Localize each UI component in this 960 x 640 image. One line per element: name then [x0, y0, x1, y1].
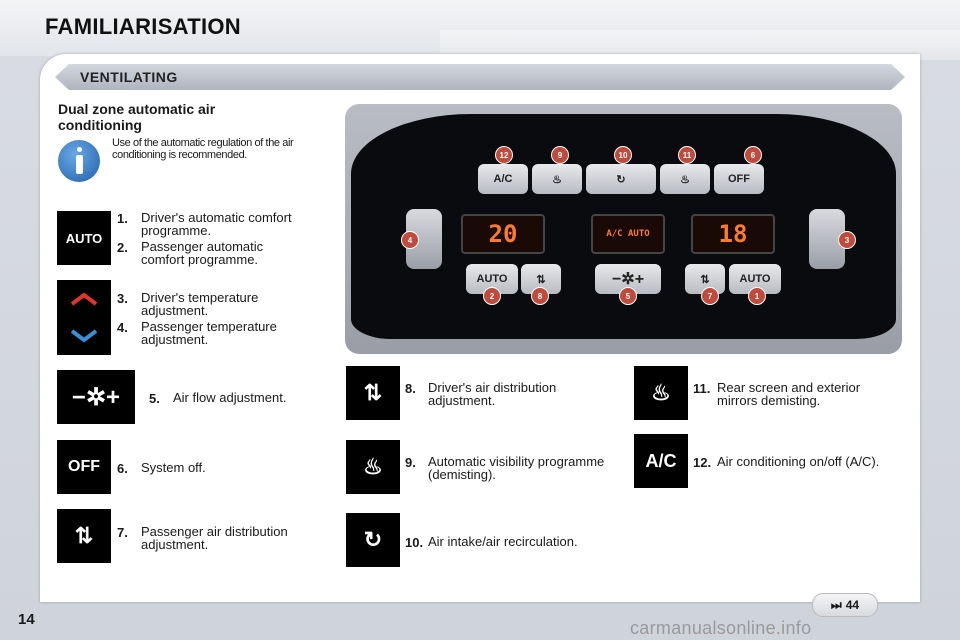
callout-12: 12: [495, 146, 513, 164]
item-num-2: 2.: [117, 240, 128, 255]
item-num-1: 1.: [117, 211, 128, 226]
panel-auto-left-button: AUTO: [466, 264, 518, 294]
item-text-3: Driver's temperature adjustment.: [141, 290, 259, 318]
section-bar: [55, 64, 905, 90]
item-num-12: 12.: [693, 455, 712, 470]
callout-3: 3: [838, 231, 856, 249]
item-num-8: 8.: [405, 381, 416, 396]
callout-2: 2: [483, 287, 501, 305]
page-title: FAMILIARISATION: [45, 14, 241, 39]
callout-6: 6: [744, 146, 762, 164]
item-num-10: 10.: [405, 535, 424, 550]
panel-display-center: A/C AUTO: [591, 214, 665, 254]
callout-4: 4: [401, 231, 419, 249]
item-text-5: Air flow adjustment.: [173, 390, 287, 405]
panel-display-right: 18: [691, 214, 775, 254]
item-text-2: Passenger automatic comfort programme.: [141, 239, 264, 267]
control-panel-photo: A/C ♨ ↻ ♨ OFF 20 A/C AUTO 18 AUTO ⇅ −✲+ …: [345, 104, 902, 354]
item-num-4: 4.: [117, 320, 128, 335]
item-text-9: Automatic visibility programme (demistin…: [428, 454, 605, 482]
item-num-5: 5.: [149, 391, 160, 406]
item-text-10: Air intake/air recirculation.: [428, 534, 578, 549]
page-number: 14: [18, 611, 35, 628]
callout-8: 8: [531, 287, 549, 305]
item-text-4: Passenger temperature adjustment.: [141, 319, 277, 347]
fast-forward-icon: ⏭: [830, 597, 842, 612]
panel-rear-demist-button: ♨: [660, 164, 710, 194]
recirculation-icon: ↻: [346, 513, 400, 567]
item-text-7: Passenger air distribution adjustment.: [141, 524, 288, 552]
item-text-8: Driver's air distribution adjustment.: [428, 380, 557, 408]
rear-demist-icon: ♨: [634, 366, 688, 420]
item-text-11: Rear screen and exterior mirrors demisti…: [717, 380, 861, 408]
page-reference-link[interactable]: ⏭ 44: [812, 593, 878, 617]
panel-recirc-button: ↻: [586, 164, 656, 194]
page-reference: 44: [845, 598, 860, 612]
windscreen-demist-icon: ♨: [346, 440, 400, 494]
panel-display-left: 20: [461, 214, 545, 254]
item-num-3: 3.: [117, 291, 128, 306]
section-title: VENTILATING: [80, 69, 178, 85]
callout-10: 10: [614, 146, 632, 164]
item-text-6: System off.: [141, 460, 206, 475]
item-text-1: Driver's automatic comfort programme.: [141, 210, 292, 238]
item-num-9: 9.: [405, 455, 416, 470]
info-text: Use of the automatic regulation of the a…: [112, 137, 294, 161]
item-num-6: 6.: [117, 461, 128, 476]
ac-icon: A/C: [634, 434, 688, 488]
callout-9: 9: [551, 146, 569, 164]
callout-5: 5: [619, 287, 637, 305]
item-text-12: Air conditioning on/off (A/C).: [717, 454, 880, 469]
info-icon: [58, 140, 100, 182]
control-panel-body: A/C ♨ ↻ ♨ OFF 20 A/C AUTO 18 AUTO ⇅ −✲+ …: [351, 114, 896, 339]
auto-icon: AUTO: [57, 211, 111, 265]
callout-11: 11: [678, 146, 696, 164]
item-num-11: 11.: [693, 381, 711, 396]
callout-1: 1: [748, 287, 766, 305]
subsection-title: Dual zone automatic air conditioning: [58, 101, 216, 133]
panel-demist-button: ♨: [532, 164, 582, 194]
panel-fan-button: −✲+: [595, 264, 661, 294]
panel-ac-button: A/C: [478, 164, 528, 194]
watermark: carmanualsonline.info: [630, 618, 812, 638]
callout-7: 7: [701, 287, 719, 305]
air-flow-icon: −✲+: [57, 370, 135, 424]
temperature-arrows-icon: [57, 280, 111, 355]
panel-auto-right-button: AUTO: [729, 264, 781, 294]
item-num-7: 7.: [117, 525, 128, 540]
off-icon: OFF: [57, 440, 111, 494]
panel-off-button: OFF: [714, 164, 764, 194]
driver-distribution-icon: ⇅: [346, 366, 400, 420]
passenger-distribution-icon: ⇅: [57, 509, 111, 563]
